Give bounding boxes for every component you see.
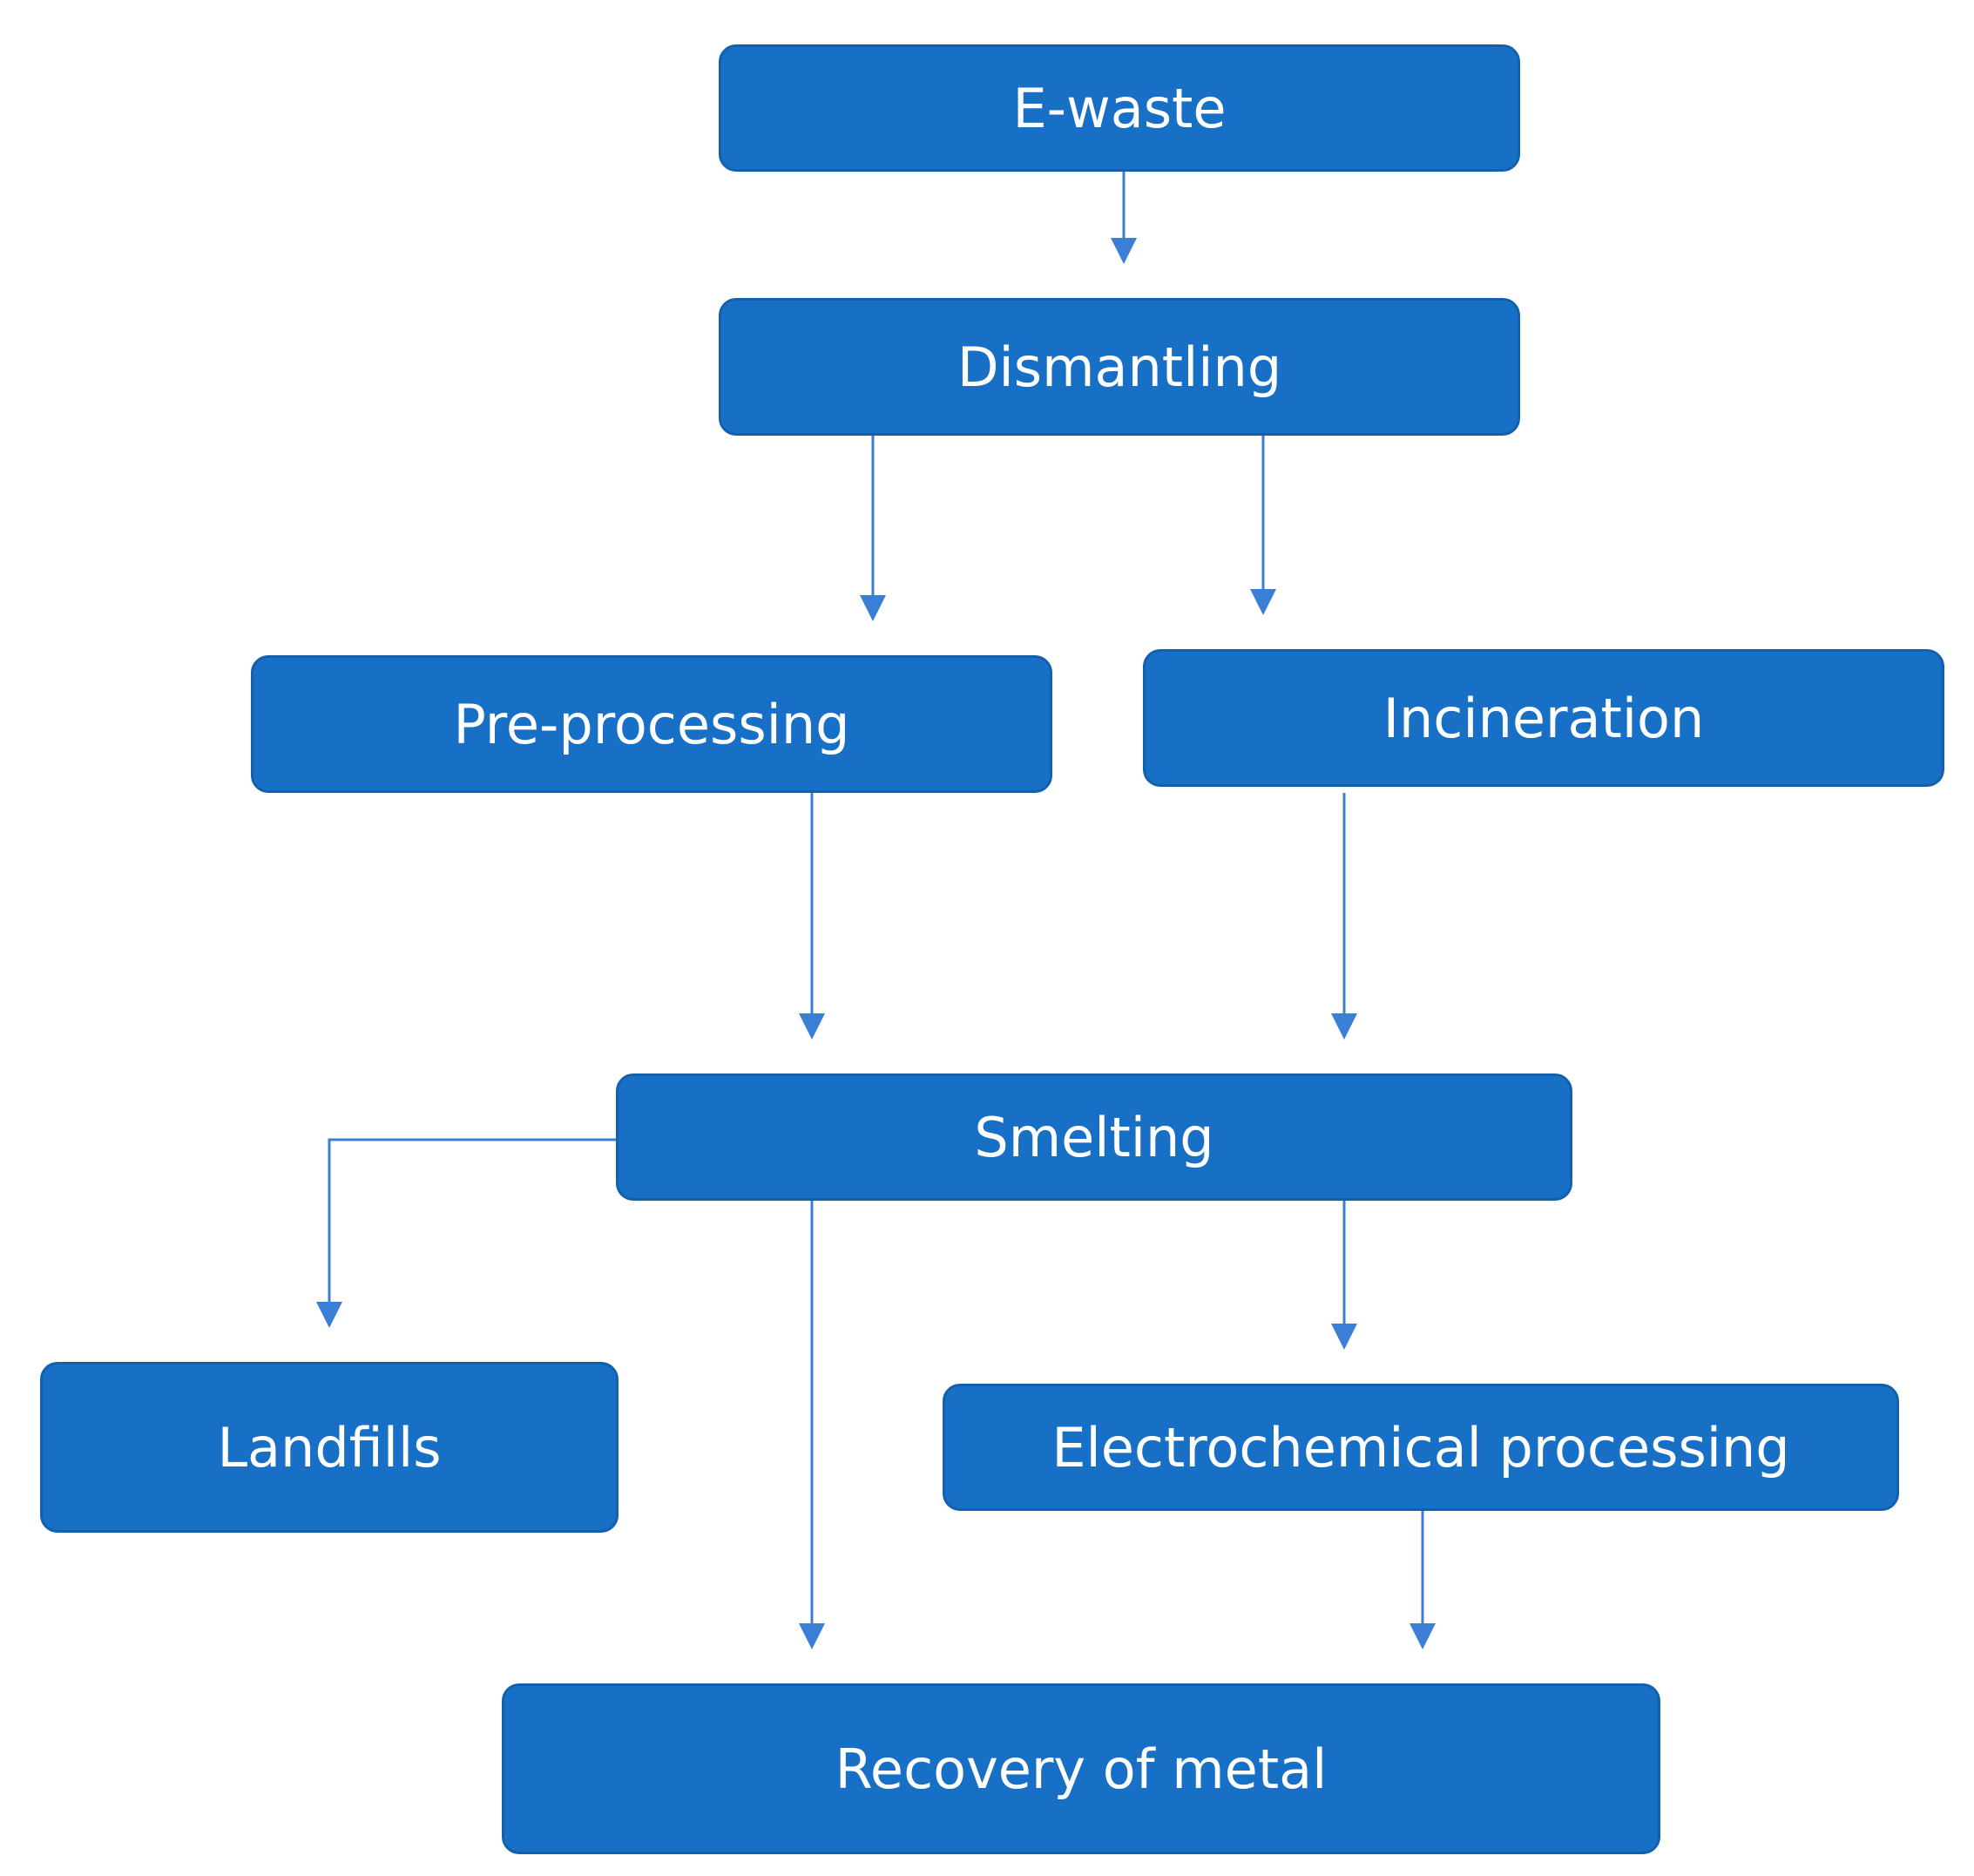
node-label: Electrochemical processing — [1051, 1415, 1790, 1480]
node-landfills: Landfills — [40, 1362, 619, 1533]
node-label: Dismantling — [957, 335, 1282, 399]
edge-smelting-landfills — [316, 1138, 616, 1328]
node-incineration: Incineration — [1143, 649, 1944, 787]
node-recovery-of-metal: Recovery of metal — [502, 1683, 1660, 1854]
node-label: Landfills — [217, 1415, 442, 1480]
node-label: Incineration — [1382, 686, 1705, 750]
node-pre-processing: Pre-processing — [251, 655, 1052, 793]
node-dismantling: Dismantling — [719, 298, 1520, 436]
node-label: Recovery of metal — [835, 1737, 1328, 1801]
node-electrochemical-processing: Electrochemical processing — [943, 1384, 1899, 1511]
node-e-waste: E-waste — [719, 44, 1520, 172]
node-label: E-waste — [1012, 76, 1227, 140]
node-label: Smelting — [974, 1105, 1214, 1169]
node-smelting: Smelting — [616, 1073, 1572, 1201]
node-label: Pre-processing — [453, 692, 850, 756]
